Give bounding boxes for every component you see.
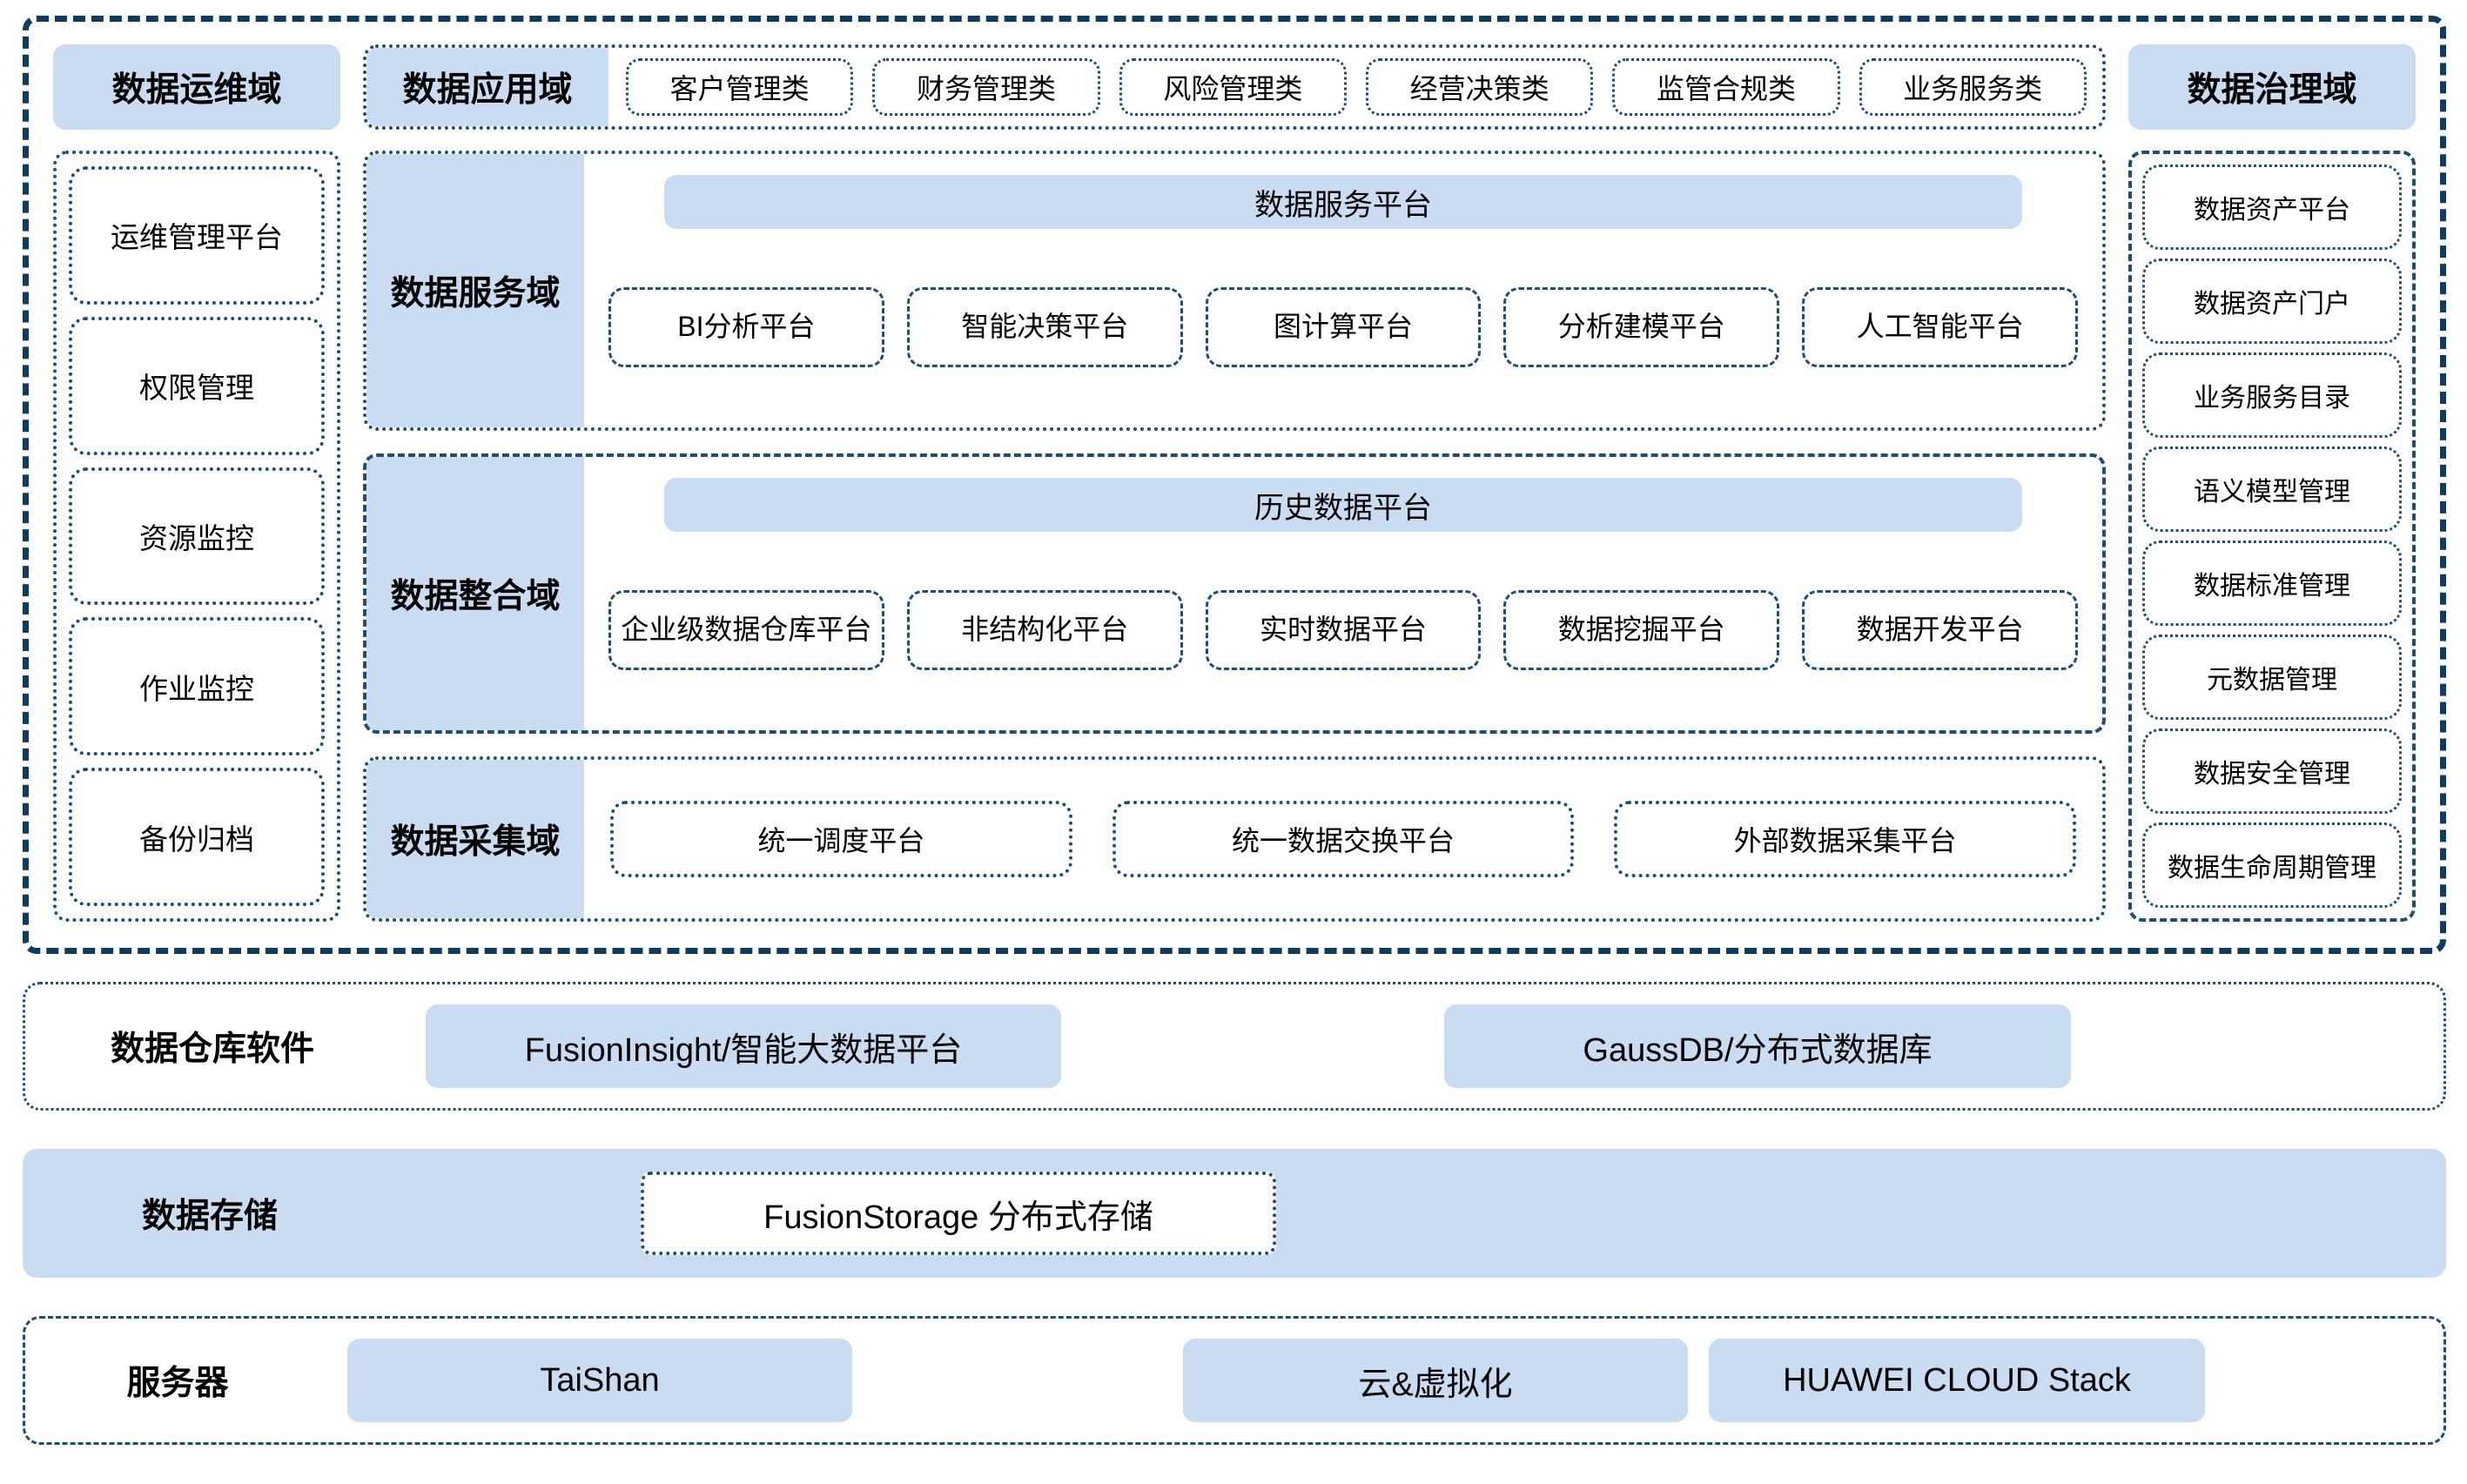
ops-domain-item[interactable]: 备份归档 (69, 768, 325, 906)
app-domain-chip[interactable]: 业务服务类 (1859, 58, 2087, 116)
gov-domain-item[interactable]: 数据安全管理 (2142, 729, 2402, 814)
integration-domain-chip[interactable]: 实时数据平台 (1205, 590, 1482, 670)
ops-domain-item[interactable]: 资源监控 (69, 467, 325, 606)
collect-domain-chip[interactable]: 统一数据交换平台 (1112, 801, 1575, 877)
ops-domain-column: 运维管理平台 权限管理 资源监控 作业监控 备份归档 (53, 151, 340, 922)
gov-domain-item[interactable]: 数据资产平台 (2142, 165, 2402, 250)
service-domain-title: 数据服务域 (366, 154, 584, 427)
integration-domain-title: 数据整合域 (366, 457, 584, 730)
app-domain-items: 客户管理类 财务管理类 风险管理类 经营决策类 监管合规类 业务服务类 (608, 48, 2102, 126)
integration-domain-banner: 历史数据平台 (664, 478, 2022, 532)
storage-band: 数据存储 FusionStorage 分布式存储 (23, 1149, 2446, 1278)
collect-domain-block: 数据采集域 统一调度平台 统一数据交换平台 外部数据采集平台 (363, 756, 2106, 922)
server-band-item[interactable]: 云&虚拟化 (1183, 1339, 1688, 1422)
server-band-item[interactable]: TaiShan (347, 1339, 852, 1422)
service-domain-chip[interactable]: 人工智能平台 (1802, 287, 2078, 367)
gov-domain-item[interactable]: 数据生命周期管理 (2142, 823, 2402, 908)
ops-domain-item[interactable]: 权限管理 (69, 316, 325, 455)
integration-domain-chip[interactable]: 非结构化平台 (906, 590, 1183, 670)
storage-band-title: 数据存储 (141, 1198, 278, 1235)
gov-domain-item[interactable]: 数据标准管理 (2142, 541, 2402, 626)
collect-domain-body: 统一调度平台 统一数据交换平台 外部数据采集平台 (584, 760, 2102, 918)
app-domain-chip[interactable]: 监管合规类 (1612, 58, 1840, 116)
service-domain-chip[interactable]: 智能决策平台 (906, 287, 1183, 367)
storage-band-item[interactable]: FusionStorage 分布式存储 (641, 1172, 1276, 1255)
integration-domain-chip[interactable]: 数据开发平台 (1802, 590, 2078, 670)
gov-domain-title: 数据治理域 (2128, 44, 2416, 130)
gov-domain-column: 数据资产平台 数据资产门户 业务服务目录 语义模型管理 数据标准管理 元数据管理… (2128, 151, 2416, 922)
app-domain-title: 数据应用域 (366, 48, 608, 126)
service-domain-chip[interactable]: BI分析平台 (608, 287, 884, 367)
service-domain-chip[interactable]: 图计算平台 (1205, 287, 1482, 367)
gov-domain-item[interactable]: 元数据管理 (2142, 635, 2402, 720)
integration-domain-body: 历史数据平台 企业级数据仓库平台 非结构化平台 实时数据平台 数据挖掘平台 数据… (584, 457, 2102, 730)
service-domain-block: 数据服务域 数据服务平台 BI分析平台 智能决策平台 图计算平台 分析建模平台 … (363, 151, 2106, 431)
collect-domain-chip[interactable]: 统一调度平台 (610, 801, 1072, 877)
service-domain-chip[interactable]: 分析建模平台 (1503, 287, 1780, 367)
gov-domain-item[interactable]: 语义模型管理 (2142, 447, 2402, 532)
ops-domain-item[interactable]: 作业监控 (69, 617, 325, 756)
app-domain-container: 数据应用域 客户管理类 财务管理类 风险管理类 经营决策类 监管合规类 业务服务… (363, 44, 2106, 130)
warehouse-band-item[interactable]: FusionInsight/智能大数据平台 (426, 1004, 1061, 1088)
ops-domain-title: 数据运维域 (53, 44, 340, 130)
integration-domain-items: 企业级数据仓库平台 非结构化平台 实时数据平台 数据挖掘平台 数据开发平台 (603, 546, 2083, 715)
integration-domain-chip[interactable]: 数据挖掘平台 (1503, 590, 1780, 670)
warehouse-band-item[interactable]: GaussDB/分布式数据库 (1444, 1004, 2071, 1088)
app-domain-chip[interactable]: 客户管理类 (626, 58, 854, 116)
warehouse-software-band: 数据仓库软件 FusionInsight/智能大数据平台 GaussDB/分布式… (23, 982, 2446, 1111)
collect-domain-title: 数据采集域 (366, 760, 584, 918)
app-domain-chip[interactable]: 经营决策类 (1365, 58, 1594, 116)
server-band-title: 服务器 (126, 1365, 229, 1402)
gov-domain-item[interactable]: 数据资产门户 (2142, 259, 2402, 344)
server-band-item[interactable]: HUAWEI CLOUD Stack (1709, 1339, 2205, 1422)
service-domain-items: BI分析平台 智能决策平台 图计算平台 分析建模平台 人工智能平台 (603, 243, 2083, 412)
collect-domain-chip[interactable]: 外部数据采集平台 (1614, 801, 2077, 877)
integration-domain-chip[interactable]: 企业级数据仓库平台 (608, 590, 884, 670)
app-domain-chip[interactable]: 财务管理类 (872, 58, 1100, 116)
warehouse-band-title: 数据仓库软件 (110, 1031, 314, 1068)
body-row: 运维管理平台 权限管理 资源监控 作业监控 备份归档 数据服务域 数据服务平台 … (53, 151, 2416, 922)
service-domain-banner: 数据服务平台 (664, 175, 2022, 229)
gov-domain-item[interactable]: 业务服务目录 (2142, 353, 2402, 438)
app-domain-chip[interactable]: 风险管理类 (1119, 58, 1347, 116)
server-band: 服务器 TaiShan 云&虚拟化 HUAWEI CLOUD Stack (23, 1316, 2446, 1445)
collect-domain-items: 统一调度平台 统一数据交换平台 外部数据采集平台 (603, 799, 2083, 879)
ops-domain-item[interactable]: 运维管理平台 (69, 166, 325, 305)
header-row: 数据运维域 数据应用域 客户管理类 财务管理类 风险管理类 经营决策类 监管合规… (53, 44, 2416, 130)
service-domain-body: 数据服务平台 BI分析平台 智能决策平台 图计算平台 分析建模平台 人工智能平台 (584, 154, 2102, 427)
middle-column: 数据服务域 数据服务平台 BI分析平台 智能决策平台 图计算平台 分析建模平台 … (363, 151, 2106, 922)
platform-outer-region: 数据运维域 数据应用域 客户管理类 财务管理类 风险管理类 经营决策类 监管合规… (23, 16, 2446, 954)
integration-domain-block: 数据整合域 历史数据平台 企业级数据仓库平台 非结构化平台 实时数据平台 数据挖… (363, 453, 2106, 734)
